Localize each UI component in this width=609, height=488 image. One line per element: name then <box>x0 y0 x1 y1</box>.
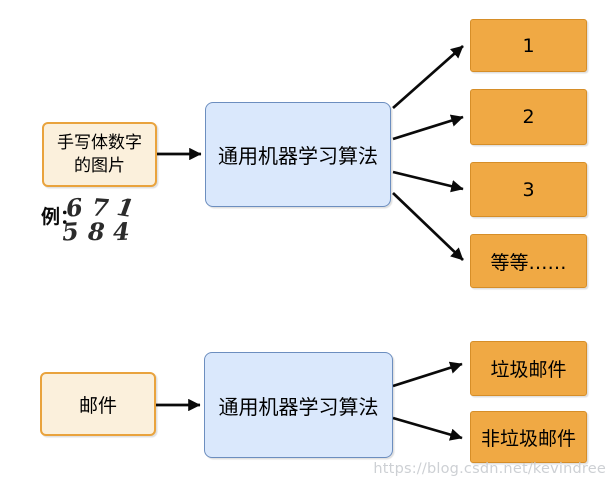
node-label: 邮件 <box>78 394 117 417</box>
handwritten-digit: 5 <box>60 216 80 247</box>
node-spam: 垃圾邮件 <box>470 341 587 396</box>
node-not-spam: 非垃圾邮件 <box>470 411 587 463</box>
handwritten-digits-row2: 5 8 4 <box>60 216 139 247</box>
handwritten-digit: 4 <box>112 216 131 247</box>
handwritten-digit: 8 <box>87 216 105 247</box>
node-output-1: 1 <box>470 19 587 72</box>
arrow-process-to-output-3 <box>392 170 464 193</box>
arrow-process-to-output-2 <box>392 114 464 141</box>
arrow-process-to-output-etc <box>392 192 464 261</box>
example-label: 例： <box>41 206 80 228</box>
arrow-process-to-spam <box>392 361 463 388</box>
node-label: 3 <box>522 178 535 201</box>
node-label-line1: 手写体数字 <box>57 133 142 154</box>
node-label: 2 <box>522 106 535 128</box>
node-handwritten-digit-images: 手写体数字 的图片 <box>42 122 157 187</box>
arrow-process-to-output-1 <box>392 44 464 110</box>
watermark-url: https://blog.csdn.net/kevindree <box>373 461 606 477</box>
node-output-etc: 等等…… <box>470 234 587 288</box>
node-label: 通用机器学习算法 <box>218 144 378 168</box>
node-label-line2: 的图片 <box>74 155 125 176</box>
node-mail: 邮件 <box>40 372 156 436</box>
node-label: 非垃圾邮件 <box>480 427 576 450</box>
node-ml-algorithm-bottom: 通用机器学习算法 <box>204 352 393 458</box>
node-label: 通用机器学习算法 <box>218 394 379 419</box>
arrow-process-to-not-spam <box>392 416 463 441</box>
node-label: 垃圾邮件 <box>490 359 567 381</box>
node-output-2: 2 <box>470 89 587 145</box>
node-label: 1 <box>522 34 535 57</box>
node-label: 等等…… <box>490 251 567 274</box>
node-ml-algorithm-top: 通用机器学习算法 <box>205 102 391 207</box>
node-output-3: 3 <box>470 162 587 217</box>
